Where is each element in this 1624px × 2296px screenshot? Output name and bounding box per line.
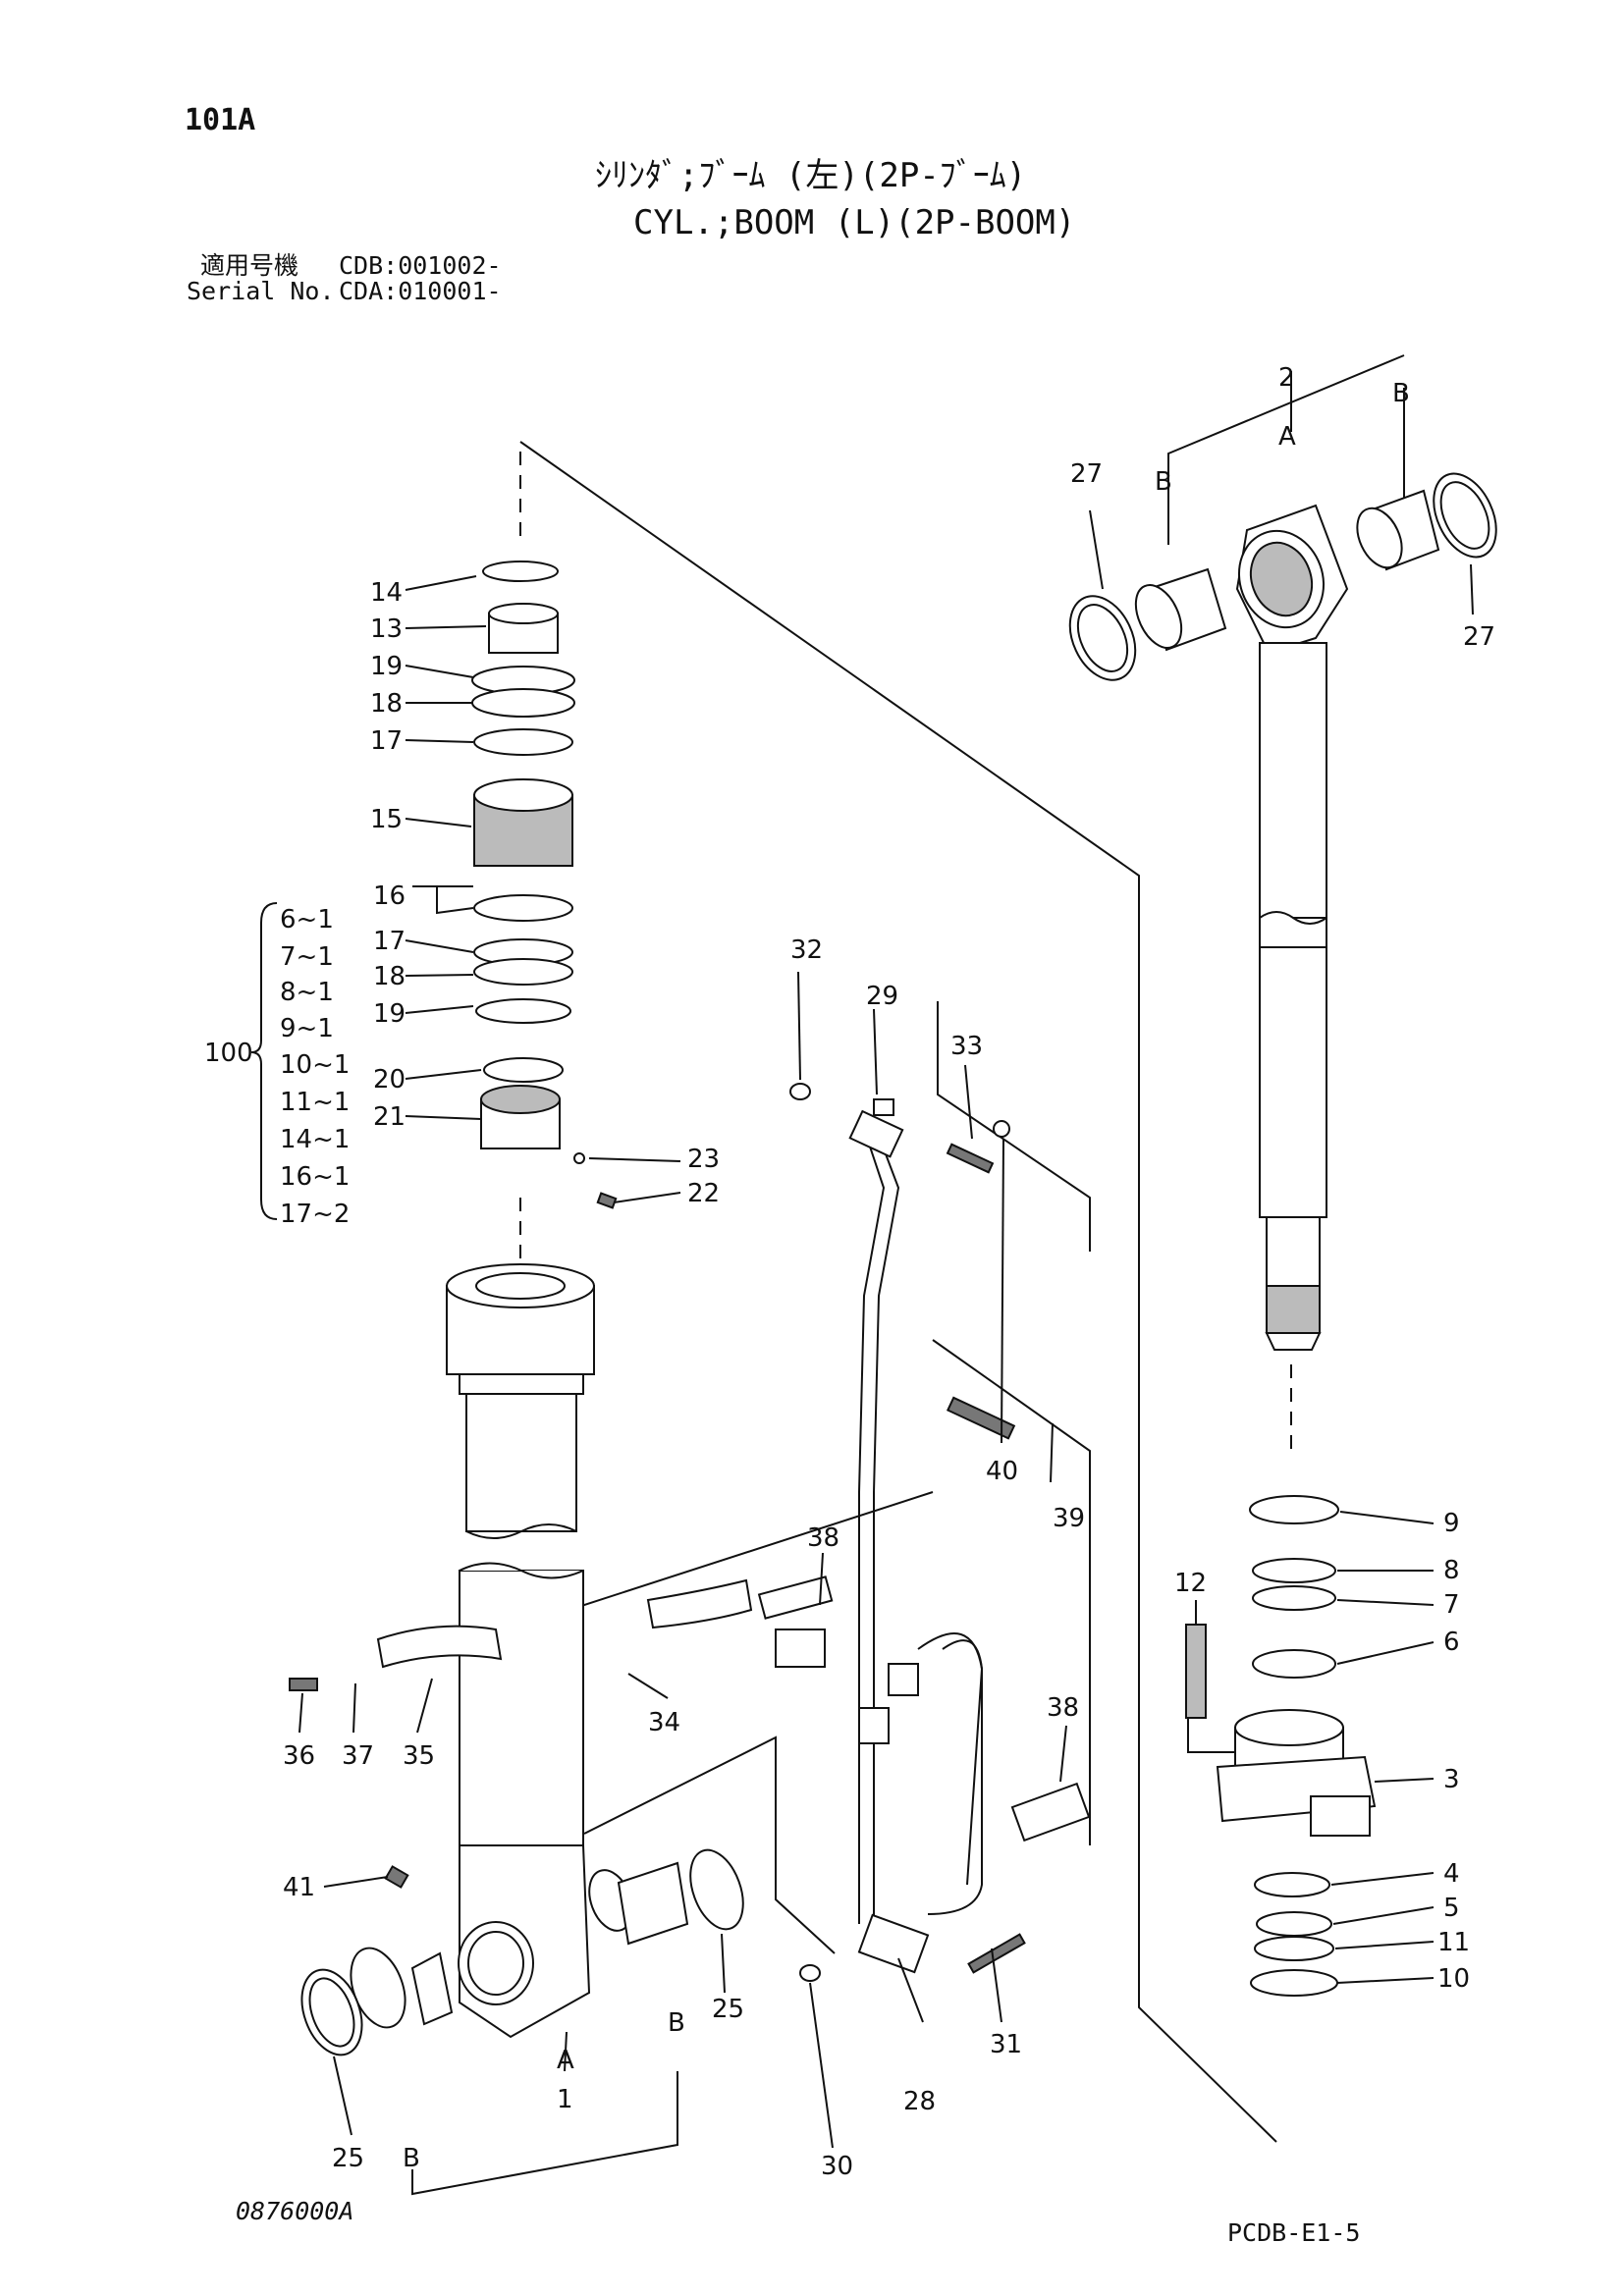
kit-item: 11~1 xyxy=(280,1088,351,1117)
page-reference: PCDB-E1-5 xyxy=(1227,2218,1361,2247)
kit-item: 9~1 xyxy=(280,1014,334,1043)
callout-11: 11 xyxy=(1437,1928,1471,1957)
title-english: CYL.;BOOM (L)(2P-BOOM) xyxy=(633,203,1076,242)
serial-value-cdb: CDB:001002- xyxy=(339,251,502,280)
callout-B-cyl-right: B xyxy=(668,2008,685,2038)
callout-33: 33 xyxy=(950,1032,984,1061)
rod-label-bracket xyxy=(1167,354,1405,545)
callout-5: 5 xyxy=(1443,1894,1460,1923)
callout-36: 36 xyxy=(283,1741,316,1771)
piston-rod-drawing xyxy=(1068,472,1497,1351)
drawing-number: 0876000A xyxy=(236,2197,354,2225)
callout-39: 39 xyxy=(1053,1504,1086,1533)
callout-9: 9 xyxy=(1443,1509,1460,1538)
callout-6: 6 xyxy=(1443,1628,1460,1657)
callout-22: 22 xyxy=(687,1179,721,1208)
callout-A-cyl: A xyxy=(557,2046,574,2075)
callout-A-rod: A xyxy=(1278,422,1296,452)
callout-4: 4 xyxy=(1443,1859,1460,1889)
callout-34: 34 xyxy=(648,1708,681,1737)
callout-8: 8 xyxy=(1443,1556,1460,1585)
callout-28: 28 xyxy=(903,2087,937,2116)
callout-1: 1 xyxy=(557,2085,573,2114)
callout-19-lower: 19 xyxy=(373,999,406,1029)
callout-14: 14 xyxy=(370,578,404,608)
callout-20: 20 xyxy=(373,1065,406,1095)
callout-2: 2 xyxy=(1278,363,1295,393)
callout-30: 30 xyxy=(821,2152,854,2181)
cylinder-tube-drawing xyxy=(300,1263,744,2056)
title-japanese: ｼﾘﾝﾀﾞ;ﾌﾞｰﾑ (左)(2P-ﾌﾞｰﾑ) xyxy=(595,156,1027,195)
callout-32: 32 xyxy=(790,935,824,965)
callout-10: 10 xyxy=(1437,1964,1471,1994)
callout-21: 21 xyxy=(373,1102,406,1132)
callout-16: 16 xyxy=(373,881,406,911)
serial-label-japanese: 適用号機 xyxy=(200,251,299,280)
kit-item: 7~1 xyxy=(280,942,334,972)
page-code: 101A xyxy=(185,103,256,137)
kit-number: 100 xyxy=(204,1039,253,1068)
callout-38: 38 xyxy=(807,1523,840,1553)
callout-31: 31 xyxy=(990,2030,1023,2059)
callout-15: 15 xyxy=(370,805,404,834)
callout-B-rod-left: B xyxy=(1155,467,1172,497)
callout-18: 18 xyxy=(370,689,404,719)
kit-item: 6~1 xyxy=(280,905,334,934)
serial-label-english: Serial No. xyxy=(187,277,335,305)
band-clamps-drawing xyxy=(289,1575,1091,1842)
callout-19: 19 xyxy=(370,652,404,681)
leader-lines xyxy=(298,509,1474,2196)
callout-35: 35 xyxy=(403,1741,436,1771)
kit-brace xyxy=(250,902,278,1220)
callout-25-right: 25 xyxy=(712,1995,745,2024)
callout-25-left: 25 xyxy=(332,2144,365,2173)
hydraulic-pipe-drawing xyxy=(789,1083,1026,1982)
callout-27-right: 27 xyxy=(1463,622,1496,652)
callout-12: 12 xyxy=(1174,1569,1208,1598)
callout-41: 41 xyxy=(283,1873,316,1902)
callout-B-cyl-left: B xyxy=(403,2144,420,2173)
kit-item: 8~1 xyxy=(280,978,334,1007)
callout-29: 29 xyxy=(866,982,899,1011)
callout-18-lower: 18 xyxy=(373,962,406,991)
callout-17-lower: 17 xyxy=(373,927,406,956)
kit-item: 14~1 xyxy=(280,1125,351,1154)
callout-3: 3 xyxy=(1443,1765,1460,1794)
kit-item: 10~1 xyxy=(280,1050,351,1080)
serial-value-cda: CDA:010001- xyxy=(339,277,502,305)
callout-7: 7 xyxy=(1443,1590,1460,1620)
callout-40: 40 xyxy=(986,1457,1019,1486)
callout-27-left: 27 xyxy=(1070,459,1104,489)
piston-stack-drawing xyxy=(471,561,618,1209)
rod-gland-drawing xyxy=(1185,1495,1377,1997)
callout-23: 23 xyxy=(687,1145,721,1174)
assembly-outline xyxy=(519,441,1292,2143)
callout-38-lower: 38 xyxy=(1047,1693,1080,1723)
callout-17: 17 xyxy=(370,726,404,756)
callout-13: 13 xyxy=(370,614,404,644)
callout-B-rod-right: B xyxy=(1392,379,1410,408)
kit-item: 17~2 xyxy=(280,1200,351,1229)
kit-item: 16~1 xyxy=(280,1162,351,1192)
callout-37: 37 xyxy=(342,1741,375,1771)
